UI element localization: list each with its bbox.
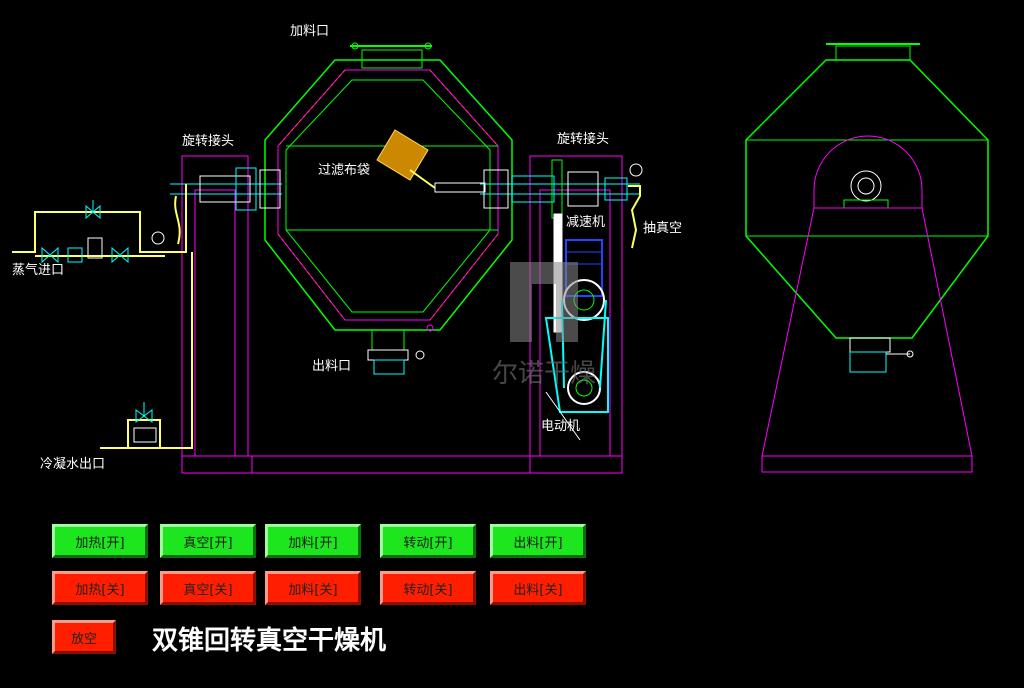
label-filter-bag: 过滤布袋 bbox=[318, 163, 370, 178]
label-reducer: 减速机 bbox=[566, 215, 605, 230]
vacuum-off-button[interactable]: 真空[关] bbox=[160, 571, 256, 605]
left-hose bbox=[174, 195, 181, 245]
vent-button[interactable]: 放空 bbox=[52, 620, 116, 654]
label-motor: 电动机 bbox=[541, 419, 580, 434]
steam-pipe bbox=[12, 184, 193, 449]
label-rotary-joint-right: 旋转接头 bbox=[557, 131, 609, 147]
vacuum-on-button[interactable]: 真空[开] bbox=[160, 524, 256, 558]
rotation-shaft bbox=[170, 167, 640, 211]
filter-bag bbox=[376, 129, 436, 189]
rotation-on-button[interactable]: 转动[开] bbox=[380, 524, 476, 558]
label-feed-inlet: 加料口 bbox=[290, 24, 329, 39]
watermark: 尔诺干燥 bbox=[492, 262, 596, 389]
feed-inlet-flange bbox=[350, 42, 432, 69]
side-view bbox=[745, 43, 989, 473]
page-title: 双锥回转真空干燥机 bbox=[152, 626, 387, 656]
label-condensate-outlet: 冷凝水出口 bbox=[40, 456, 105, 472]
rotation-off-button[interactable]: 转动[关] bbox=[380, 571, 476, 605]
feed-off-button[interactable]: 加料[关] bbox=[265, 571, 361, 605]
condensate-valve bbox=[133, 402, 157, 443]
label-vacuum: 抽真空 bbox=[643, 221, 682, 236]
label-steam-inlet: 蒸气进口 bbox=[12, 262, 64, 278]
discharge-off-button[interactable]: 出料[关] bbox=[490, 571, 586, 605]
label-discharge: 出料口 bbox=[312, 359, 351, 374]
steam-valves bbox=[41, 200, 165, 264]
heating-off-button[interactable]: 加热[关] bbox=[52, 571, 148, 605]
vessel-double-cone bbox=[264, 59, 513, 331]
vacuum-pipe bbox=[628, 163, 643, 249]
discharge-on-button[interactable]: 出料[开] bbox=[490, 524, 586, 558]
watermark-text: 尔诺干燥 bbox=[492, 359, 596, 389]
discharge-valve bbox=[367, 324, 434, 375]
heating-on-button[interactable]: 加热[开] bbox=[52, 524, 148, 558]
feed-on-button[interactable]: 加料[开] bbox=[265, 524, 361, 558]
label-rotary-joint-left: 旋转接头 bbox=[182, 133, 234, 149]
